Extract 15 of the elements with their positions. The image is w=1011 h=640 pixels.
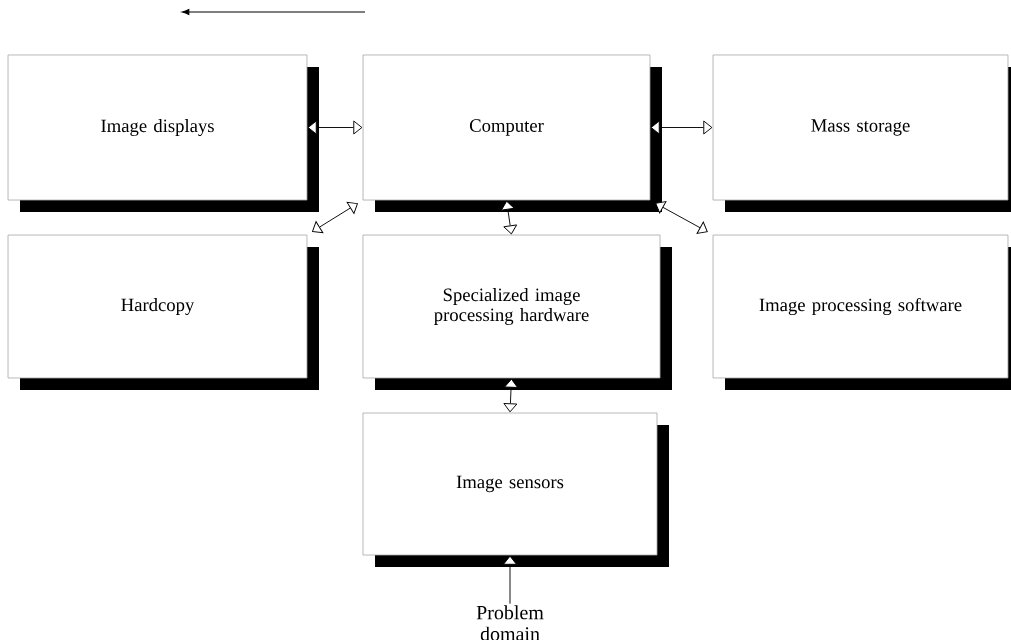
block-arrow [503,378,519,413]
block-arrow [500,200,518,235]
block-arrow [312,201,358,234]
block-arrow [655,201,708,234]
process-box: Hardcopy [7,234,319,390]
process-box: Specialized image processing hardware [362,234,672,390]
block-arrow [503,555,517,605]
process-box: Computer [362,54,662,212]
block-arrow [307,120,363,135]
process-box: Image sensors [362,412,669,567]
process-box: Mass storage [712,54,1011,212]
block-arrow [650,120,713,135]
process-box: Image processing software [712,234,1011,390]
input-label: Problem domain [476,605,544,640]
process-box: Image displays [7,54,319,212]
